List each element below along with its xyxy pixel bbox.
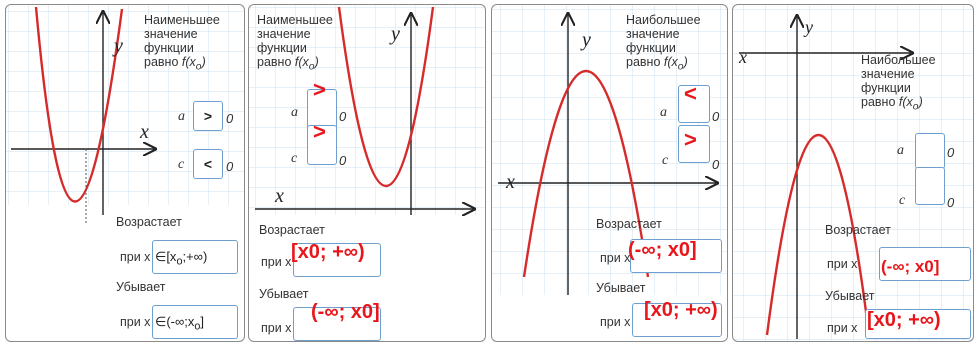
- axis-label-x: x: [506, 171, 515, 193]
- answer-a: <: [684, 81, 697, 106]
- input-c[interactable]: [915, 167, 945, 205]
- input-c[interactable]: [307, 125, 337, 165]
- label-c: c: [178, 157, 185, 172]
- decreases-label: Убывает: [116, 280, 166, 294]
- answer-decrease: (-∞; x0]: [311, 301, 380, 323]
- label-a: a: [660, 105, 667, 120]
- increase-interval-box[interactable]: [879, 247, 971, 281]
- axis-label-x: x: [140, 121, 149, 143]
- increases-label: Возрастает: [825, 223, 891, 237]
- label-c: c: [291, 151, 298, 166]
- graph-panel-2: [249, 5, 485, 341]
- answer-decrease: [x0; +∞): [644, 299, 718, 321]
- increases-label: Возрастает: [116, 215, 182, 229]
- label-a: a: [291, 105, 298, 120]
- label-a: a: [897, 143, 904, 158]
- parabola-curve: [34, 6, 124, 203]
- axis-label-y: y: [114, 35, 123, 57]
- decrease-interval-box[interactable]: [293, 307, 381, 341]
- increases-label: Возрастает: [259, 223, 325, 237]
- sign-c: <: [203, 156, 213, 172]
- axis-label-y: y: [805, 17, 813, 37]
- axis-label-y: y: [582, 29, 591, 51]
- input-a[interactable]: [915, 133, 945, 169]
- answer-decrease: [x0; +∞): [867, 309, 941, 331]
- answer-c: >: [313, 119, 326, 144]
- decreases-label: Убывает: [596, 281, 646, 295]
- increases-label: Возрастает: [596, 217, 662, 231]
- input-a[interactable]: [678, 85, 710, 123]
- decrease-interval-box[interactable]: [632, 303, 722, 337]
- answer-c: >: [684, 127, 697, 152]
- input-a[interactable]: >: [193, 101, 223, 131]
- parabola-curve: [337, 6, 435, 187]
- sign-a: >: [203, 108, 213, 124]
- decreases-label: Убывает: [259, 287, 309, 301]
- axis-label-x: x: [739, 47, 747, 67]
- label-c: c: [662, 153, 669, 168]
- answer-increase: (-∞; x0]: [628, 239, 697, 261]
- answer-increase: [x0; +∞): [291, 241, 365, 263]
- label-c: c: [899, 193, 906, 208]
- parabola-curve: [522, 70, 650, 278]
- increase-interval-box[interactable]: ∈[xo;+∞): [152, 240, 238, 274]
- axis-label-y: y: [391, 23, 400, 45]
- decrease-interval-box[interactable]: ∈(-∞;xo]: [152, 305, 238, 339]
- increase-interval-box[interactable]: [293, 243, 381, 277]
- answer-a: >: [313, 77, 326, 102]
- parabola-curve: [765, 133, 871, 336]
- decreases-label: Убывает: [825, 289, 875, 303]
- input-c[interactable]: [678, 125, 710, 163]
- label-a: a: [178, 109, 185, 124]
- answer-increase: (-∞; x0]: [881, 257, 940, 276]
- axis-label-x: x: [275, 185, 284, 207]
- input-c[interactable]: <: [193, 149, 223, 179]
- decrease-interval-box[interactable]: [865, 309, 971, 339]
- increase-interval-box[interactable]: [630, 239, 722, 273]
